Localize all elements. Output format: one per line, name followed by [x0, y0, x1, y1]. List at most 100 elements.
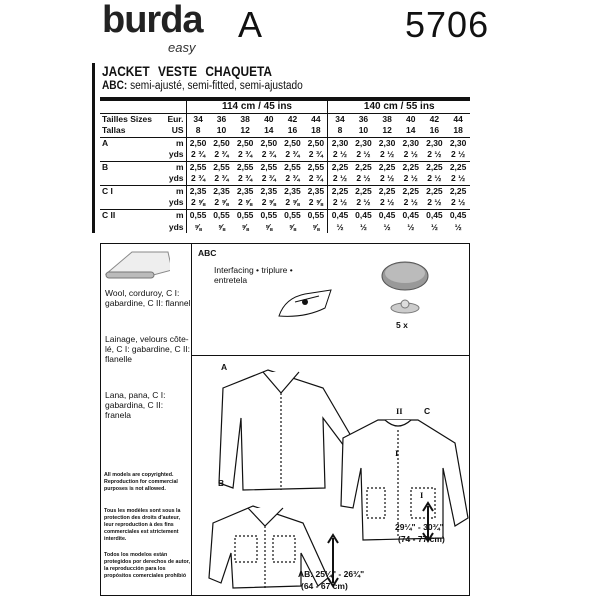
copyright-french: Tous les modèles sont sous la protection… [104, 508, 181, 542]
yardage-cell: 2,35 [304, 184, 329, 197]
width-114-header: 114 cm / 45 ins [186, 99, 329, 113]
copyright-english: All models are copyrighted. Reproduction… [104, 472, 178, 492]
yardage-cell: 2,55 [209, 160, 234, 173]
yardage-cell: 0,45 [351, 208, 376, 221]
size-cell: 8 [337, 125, 343, 136]
yardage-cell: 2 ¾ [304, 149, 329, 161]
unit-label: m [166, 184, 187, 197]
yardage-cell: 2 ⅝ [238, 197, 253, 208]
fit-views: ABC: [102, 80, 128, 92]
yardage-cell: 2,35 [280, 184, 305, 197]
view-label [100, 173, 166, 185]
length-arrows [327, 501, 434, 588]
yardage-cell: 2,35 [209, 184, 234, 197]
yardage-cell: 0,45 [398, 208, 423, 221]
size-cell: 16 [287, 125, 298, 136]
copyright-spanish: Todos los modelos están protegidos por d… [104, 552, 190, 579]
yardage-cell: 2 ⅝ [190, 197, 206, 208]
view-label [100, 197, 166, 209]
view-label [100, 221, 166, 233]
size-system-label: US [166, 125, 187, 137]
yardage-cell: 2,30 [327, 136, 352, 149]
yardage-cell: 2,25 [375, 160, 399, 173]
yardage-cell: 2 ½ [451, 197, 466, 208]
yardage-cell: 2,30 [351, 136, 376, 149]
yardage-cell: 2 ½ [379, 197, 395, 208]
width-140-header: 140 cm / 55 ins [363, 101, 435, 113]
size-cell: 34 [186, 112, 210, 125]
size-cell: 12 [382, 125, 392, 136]
yardage-cell: 0,45 [375, 208, 399, 221]
size-cell: 18 [453, 125, 463, 136]
button-quantity: 5 x [396, 320, 408, 330]
yardage-cell: 2 ½ [427, 149, 442, 160]
yardage-cell: 2,50 [256, 136, 281, 149]
yardage-cell: 2 ½ [403, 173, 418, 184]
c-length-cm: (74 - 77 cm) [398, 534, 445, 544]
interfacing-label: Interfacing • triplure • entretela [214, 265, 293, 285]
yardage-cell: 2,30 [398, 136, 423, 149]
yardage-cell: 2 ½ [451, 149, 466, 160]
unit-label: m [166, 136, 187, 149]
yardage-cell: 0,45 [422, 208, 447, 221]
yardage-cell: 2,25 [422, 184, 447, 197]
yardage-cell: 2 ¾ [238, 149, 253, 160]
view-b-label: B [218, 478, 225, 488]
yardage-cell: 2,50 [233, 136, 257, 149]
yardage-cell: 2 ¾ [214, 149, 229, 160]
yardage-cell: 2 ¾ [261, 173, 276, 184]
yardage-cell: 2,25 [327, 184, 352, 197]
size-cell: 36 [209, 112, 234, 125]
yardage-cell: 0,55 [233, 208, 257, 221]
yardage-cell: 2 ¾ [285, 173, 300, 184]
unit-label: yds [166, 221, 187, 233]
size-cell: 40 [398, 112, 423, 125]
size-cell: 14 [406, 125, 416, 136]
size-cell: 18 [304, 125, 329, 137]
pattern-number: 5706 [405, 4, 490, 45]
yardage-cell: 2 ½ [427, 197, 442, 208]
size-cell: 44 [446, 112, 470, 125]
yardage-cell: 2 ½ [332, 149, 348, 160]
yardage-cell: 2,35 [186, 184, 210, 197]
size-cell: 14 [264, 125, 274, 136]
iron-icon [278, 289, 332, 317]
size-cell: 10 [358, 125, 369, 136]
yardage-cell: 2,55 [233, 160, 257, 173]
table-corner [100, 99, 187, 113]
yardage-cell: 2,50 [209, 136, 234, 149]
yardage-cell: 2,25 [327, 160, 352, 173]
view-label: B [100, 160, 166, 173]
view-a-label: A [221, 362, 228, 372]
yardage-cell: 2 ½ [332, 197, 348, 208]
size-cell: 42 [280, 112, 305, 125]
yardage-cell: 2 ¾ [304, 173, 329, 185]
yardage-cell: 2 ⅝ [214, 197, 229, 208]
fabric-french: Lainage, velours côte-lé, C I: gabardine… [105, 334, 191, 364]
yardage-cell: 2 ¾ [261, 149, 276, 160]
yardage-cell: 2,25 [446, 160, 470, 173]
unit-label: m [166, 208, 187, 221]
size-cell: 40 [256, 112, 281, 125]
yardage-cell: 2,35 [233, 184, 257, 197]
size-cell: 12 [240, 125, 250, 136]
yardage-cell: ½ [430, 221, 438, 232]
fabric-spanish: Lana, pana, C I: gabardina, C II: franel… [105, 390, 166, 420]
yardage-cell: 2 ½ [403, 149, 418, 160]
yardage-cell: 2 ½ [427, 173, 442, 184]
yardage-cell: 2,25 [375, 184, 399, 197]
unit-label: yds [166, 173, 187, 185]
view-label: C II [100, 208, 166, 221]
size-cell: 38 [233, 112, 257, 125]
jacket-illustrations [208, 369, 469, 589]
size-cell: 38 [375, 112, 399, 125]
